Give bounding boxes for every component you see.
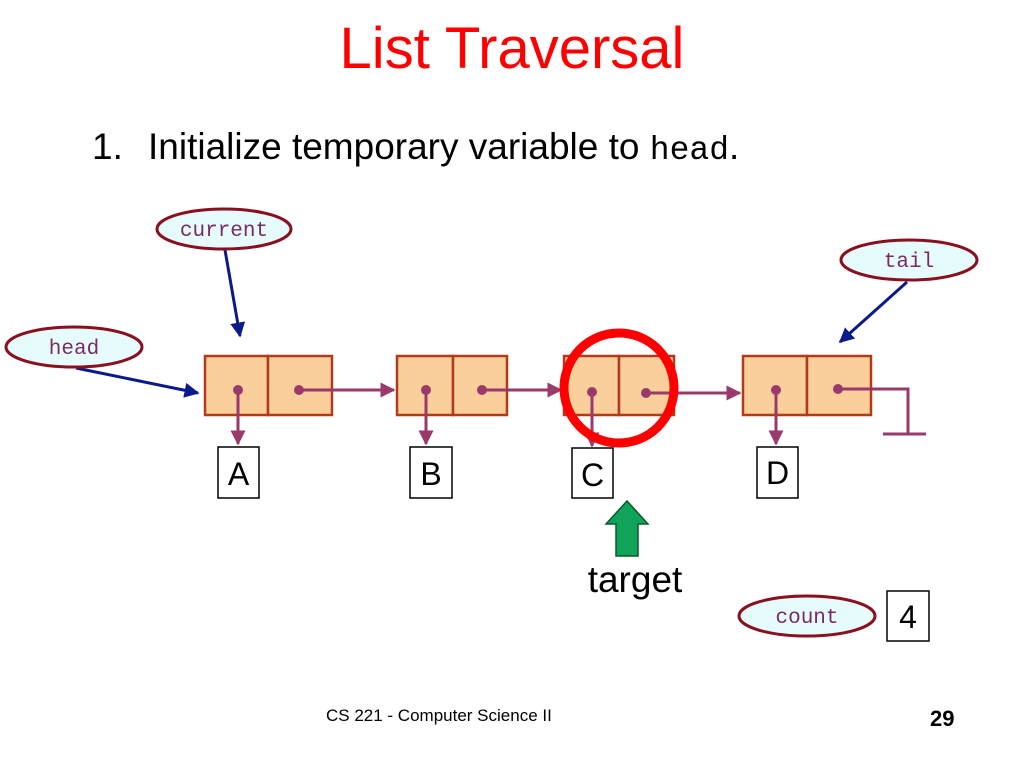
count-variable: count (737, 594, 877, 638)
page-number: 29 (930, 706, 955, 731)
node-d-next-cell (805, 354, 873, 417)
link-b-dot (477, 385, 487, 395)
current-pointer: current (155, 207, 293, 251)
link-d-to-null (838, 387, 910, 434)
value-c: C (581, 457, 604, 493)
head-label: head (49, 338, 99, 361)
node-b (395, 354, 509, 417)
footer-course: CS 221 - Computer Science II (326, 706, 552, 725)
step-text: Initialize temporary variable to (148, 126, 650, 167)
link-a-dot (294, 385, 304, 395)
highlight-circle (559, 328, 679, 448)
count-value-box: 4 (886, 590, 930, 642)
node-c (562, 354, 676, 417)
data-links (230, 385, 784, 448)
target-arrow-icon (604, 499, 650, 557)
target-label: target (588, 559, 683, 600)
count-label: count (775, 607, 838, 630)
tail-pointer: tail (839, 238, 979, 282)
step-instruction: 1. Initialize temporary variable to head. (92, 124, 739, 174)
value-box-c: C (571, 447, 614, 499)
slide-title: List Traversal (339, 16, 685, 81)
step-number: 1. (92, 126, 123, 167)
link-c-dot (641, 388, 651, 398)
value-a: A (228, 456, 250, 492)
head-pointer-arrow (75, 366, 200, 398)
count-value: 4 (899, 599, 917, 635)
node-a (203, 354, 334, 417)
value-box-d: D (756, 446, 799, 499)
current-pointer-arrow (223, 249, 246, 338)
current-label: current (180, 220, 268, 243)
value-d: D (766, 455, 789, 491)
head-pointer: head (4, 325, 144, 369)
node-d (741, 354, 873, 417)
tail-pointer-arrow (838, 280, 909, 344)
tail-label: tail (884, 251, 934, 274)
value-b: B (420, 456, 441, 492)
value-box-a: A (217, 446, 260, 499)
next-links (294, 382, 926, 436)
step-end: . (729, 126, 740, 167)
value-box-b: B (409, 446, 453, 499)
link-d-dot (833, 384, 843, 394)
step-code: head (649, 132, 729, 169)
